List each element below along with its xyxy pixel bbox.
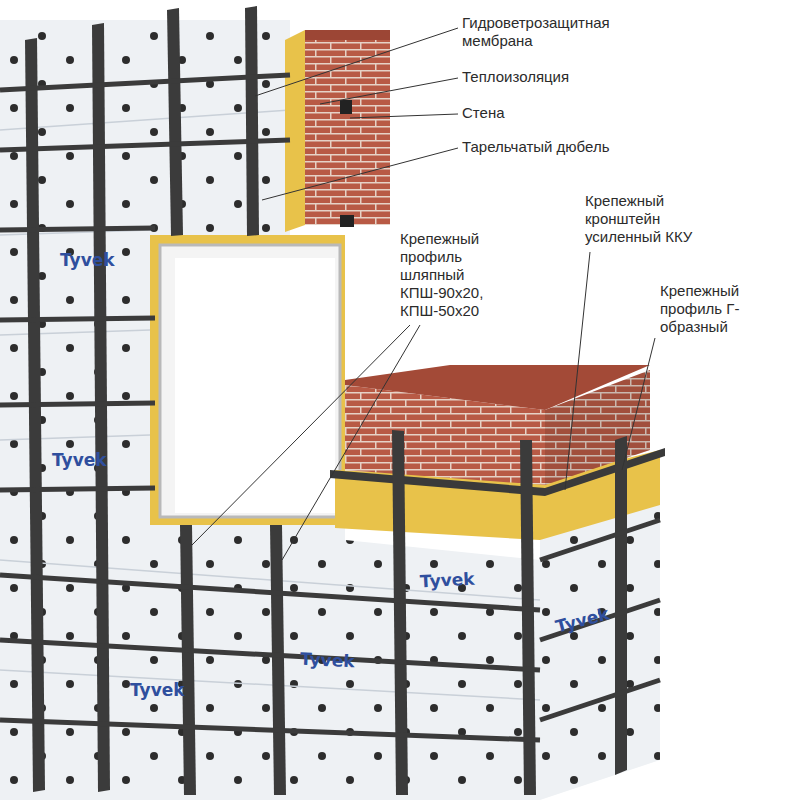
membrane-brand: Tyvek	[130, 680, 185, 700]
callout-label: Гидроветрозащитная мембрана	[462, 14, 632, 50]
membrane-brand: Tyvek	[420, 569, 476, 592]
membrane-brand: Tyvek	[52, 450, 107, 470]
callout-label: Стена	[462, 104, 505, 122]
callout-label: Крепежный кронштейн усиленный ККУ	[585, 192, 697, 246]
callout-label: Крепежный профиль Г-образный	[660, 282, 772, 336]
callout-label: Крепежный профиль шляпный КПШ-90х20, КПШ…	[400, 230, 492, 320]
membrane-brand: Tyvek	[60, 250, 115, 270]
callout-label: Теплоизоляция	[462, 68, 569, 86]
membrane-brand: Tyvek	[300, 649, 356, 672]
callout-label: Тарельчатый дюбель	[462, 138, 609, 156]
leader-lines	[192, 28, 655, 560]
